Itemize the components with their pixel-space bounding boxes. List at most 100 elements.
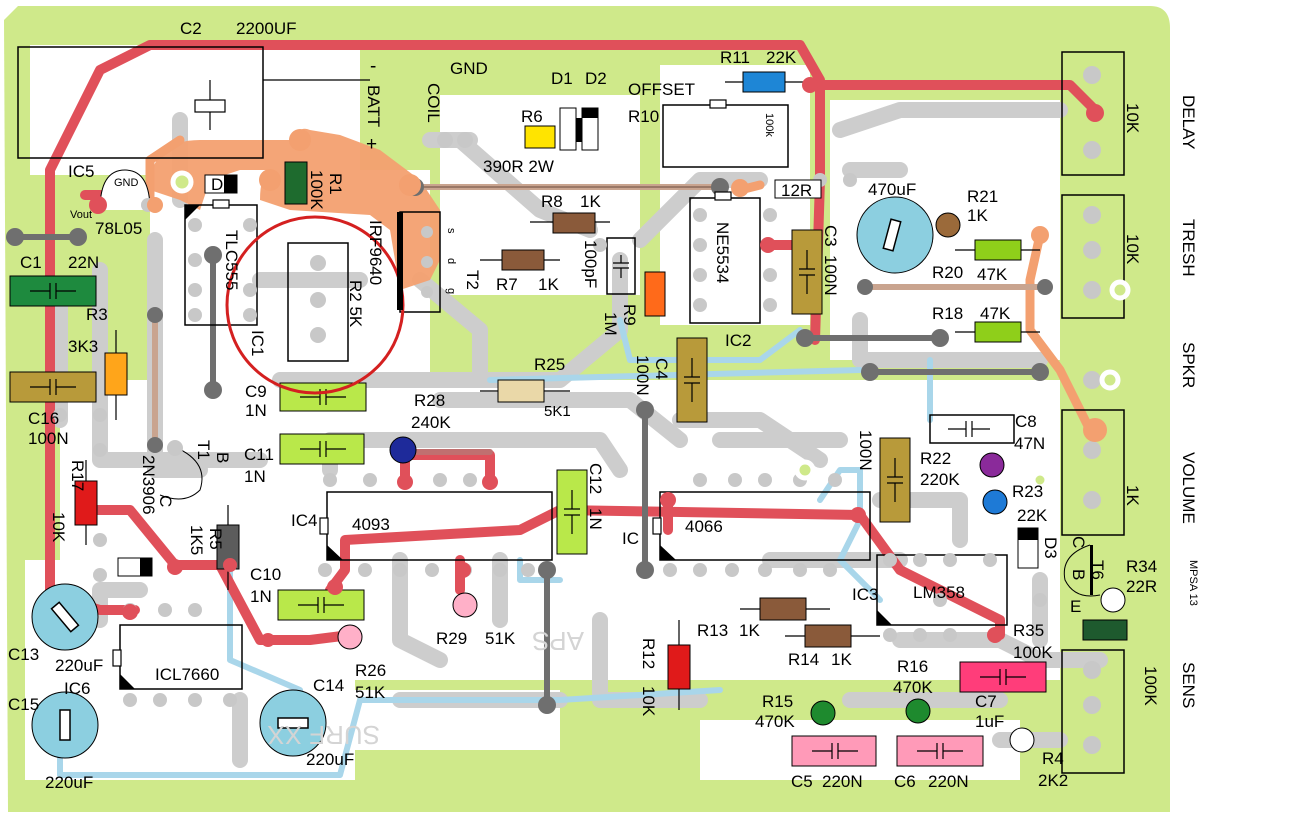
c-100n-mid-body [879,437,911,523]
red-pads [122,77,1104,647]
c14-value: 220uF [306,750,354,769]
c4-value: 100N [633,355,652,396]
r21-ref: R21 [967,187,998,206]
r16-ref: R16 [897,657,928,676]
r3-value: 3K3 [68,337,98,356]
r18-value: 47K [980,304,1011,323]
pot-delay-value: 10K [1123,103,1142,134]
c6-ref: C6 [894,772,916,791]
r15-value: 470K [755,712,795,731]
t2-ref: T2 [463,270,482,290]
r12-ref: R12 [639,638,658,669]
ic1-ref: IC1 [248,330,267,356]
d1-body [559,107,577,151]
t2-pin-g: g [445,288,457,294]
c14-ref: C14 [313,676,344,695]
pot-volume-outline [1061,409,1125,536]
c12-value: 1N [586,508,605,530]
sens-label: SENS [1179,662,1198,708]
r6-body [524,125,556,149]
surf-mirror-text: SURF XX [267,720,380,750]
r12-body [667,644,691,690]
r15-ref: R15 [762,692,793,711]
r22-ref: R22 [920,449,951,468]
r1-ref: R1 [326,173,345,195]
ic4-ref: IC4 [291,511,317,530]
r17-value: 10K [49,512,68,543]
ic2-ref: IC2 [725,331,751,350]
c-100pf-value: 100pF [581,240,600,288]
r3-body [104,352,128,396]
c2-outline [17,46,264,159]
r10-ref: R10 [628,107,659,126]
electrolytic-symbols [50,218,902,741]
r4-ref: R4 [1042,749,1064,768]
c11-value: 1N [244,467,266,486]
irf-part: IRF9640 [366,220,385,285]
r2-label: R2 5K [346,280,365,328]
c16-ref: C16 [28,409,59,428]
ic1-part: TLC555 [222,230,241,290]
r14-body [804,624,852,648]
r7-ref: R7 [496,275,518,294]
t1-pin-c: C [156,495,175,507]
ic-pads [53,66,1101,754]
r2-trimmer-outline [287,242,349,362]
r28-ref: R28 [414,391,445,410]
c1-body [9,275,97,307]
r5-value: 1K5 [187,525,206,555]
c6-body [896,735,984,767]
r12r-value: 12R [781,181,812,200]
c4-ref: C4 [652,358,671,380]
pot-volume-value: 1K [1123,485,1142,506]
r25-ref: R25 [534,355,565,374]
ic3-ref: IC3 [852,585,878,604]
c2-ref: C2 [180,19,202,38]
r11-ref: R11 [720,48,750,67]
diode-left-band [140,558,152,576]
r6-ref: R6 [521,107,543,126]
r16-value: 470K [893,678,933,697]
pot-sens-outline [1061,649,1125,774]
batt-label: BATT [364,85,383,127]
orange-copper-area [150,128,440,290]
r12r-body [774,179,822,199]
r8-body [552,212,596,234]
r22-value: 220K [920,470,960,489]
c3-ref: C3 [821,225,840,247]
c9-ref: C9 [245,382,267,401]
ic3-part: LM358 [913,583,965,602]
c7-ref: C7 [975,692,997,711]
ic3-outline [876,554,1008,626]
pin1-markers [120,205,892,689]
t6-flat [1090,545,1093,595]
c3-body [791,229,823,315]
t1-ref: T1 [194,440,213,460]
d1-ref: D1 [551,69,573,88]
t1-pad [167,440,183,456]
c12-body [556,469,588,555]
r34-body [1082,619,1128,641]
r14-value: 1K [831,650,852,669]
component-labels: C2 2200UF - BATT + GND COIL D1 D2 OFFSET… [8,19,1199,792]
pot-tresh-outline [1061,194,1125,319]
r34-ref: R34 [1126,557,1157,576]
c4-body [676,337,708,423]
d-mid-band [576,118,582,142]
gnd-label: GND [450,59,488,78]
vertical-resistors [337,212,1126,753]
r1-body [284,161,308,205]
pot-tresh-value: 10K [1123,234,1142,265]
batt-plus-label: + [366,134,377,155]
d6-ref: D6 [211,175,233,194]
c1-value: 22N [68,253,99,272]
d6-band [224,175,237,193]
ic6-part: ICL7660 [155,665,219,684]
t1-part: 2N3906 [139,455,158,515]
ic5-gnd: GND [114,177,139,189]
r7-value: 1K [538,275,559,294]
r25-value: 5K1 [544,403,571,420]
c8-value: 47N [1014,434,1045,453]
ic5-ref: IC5 [68,162,94,181]
wire-bridges [152,184,1048,455]
